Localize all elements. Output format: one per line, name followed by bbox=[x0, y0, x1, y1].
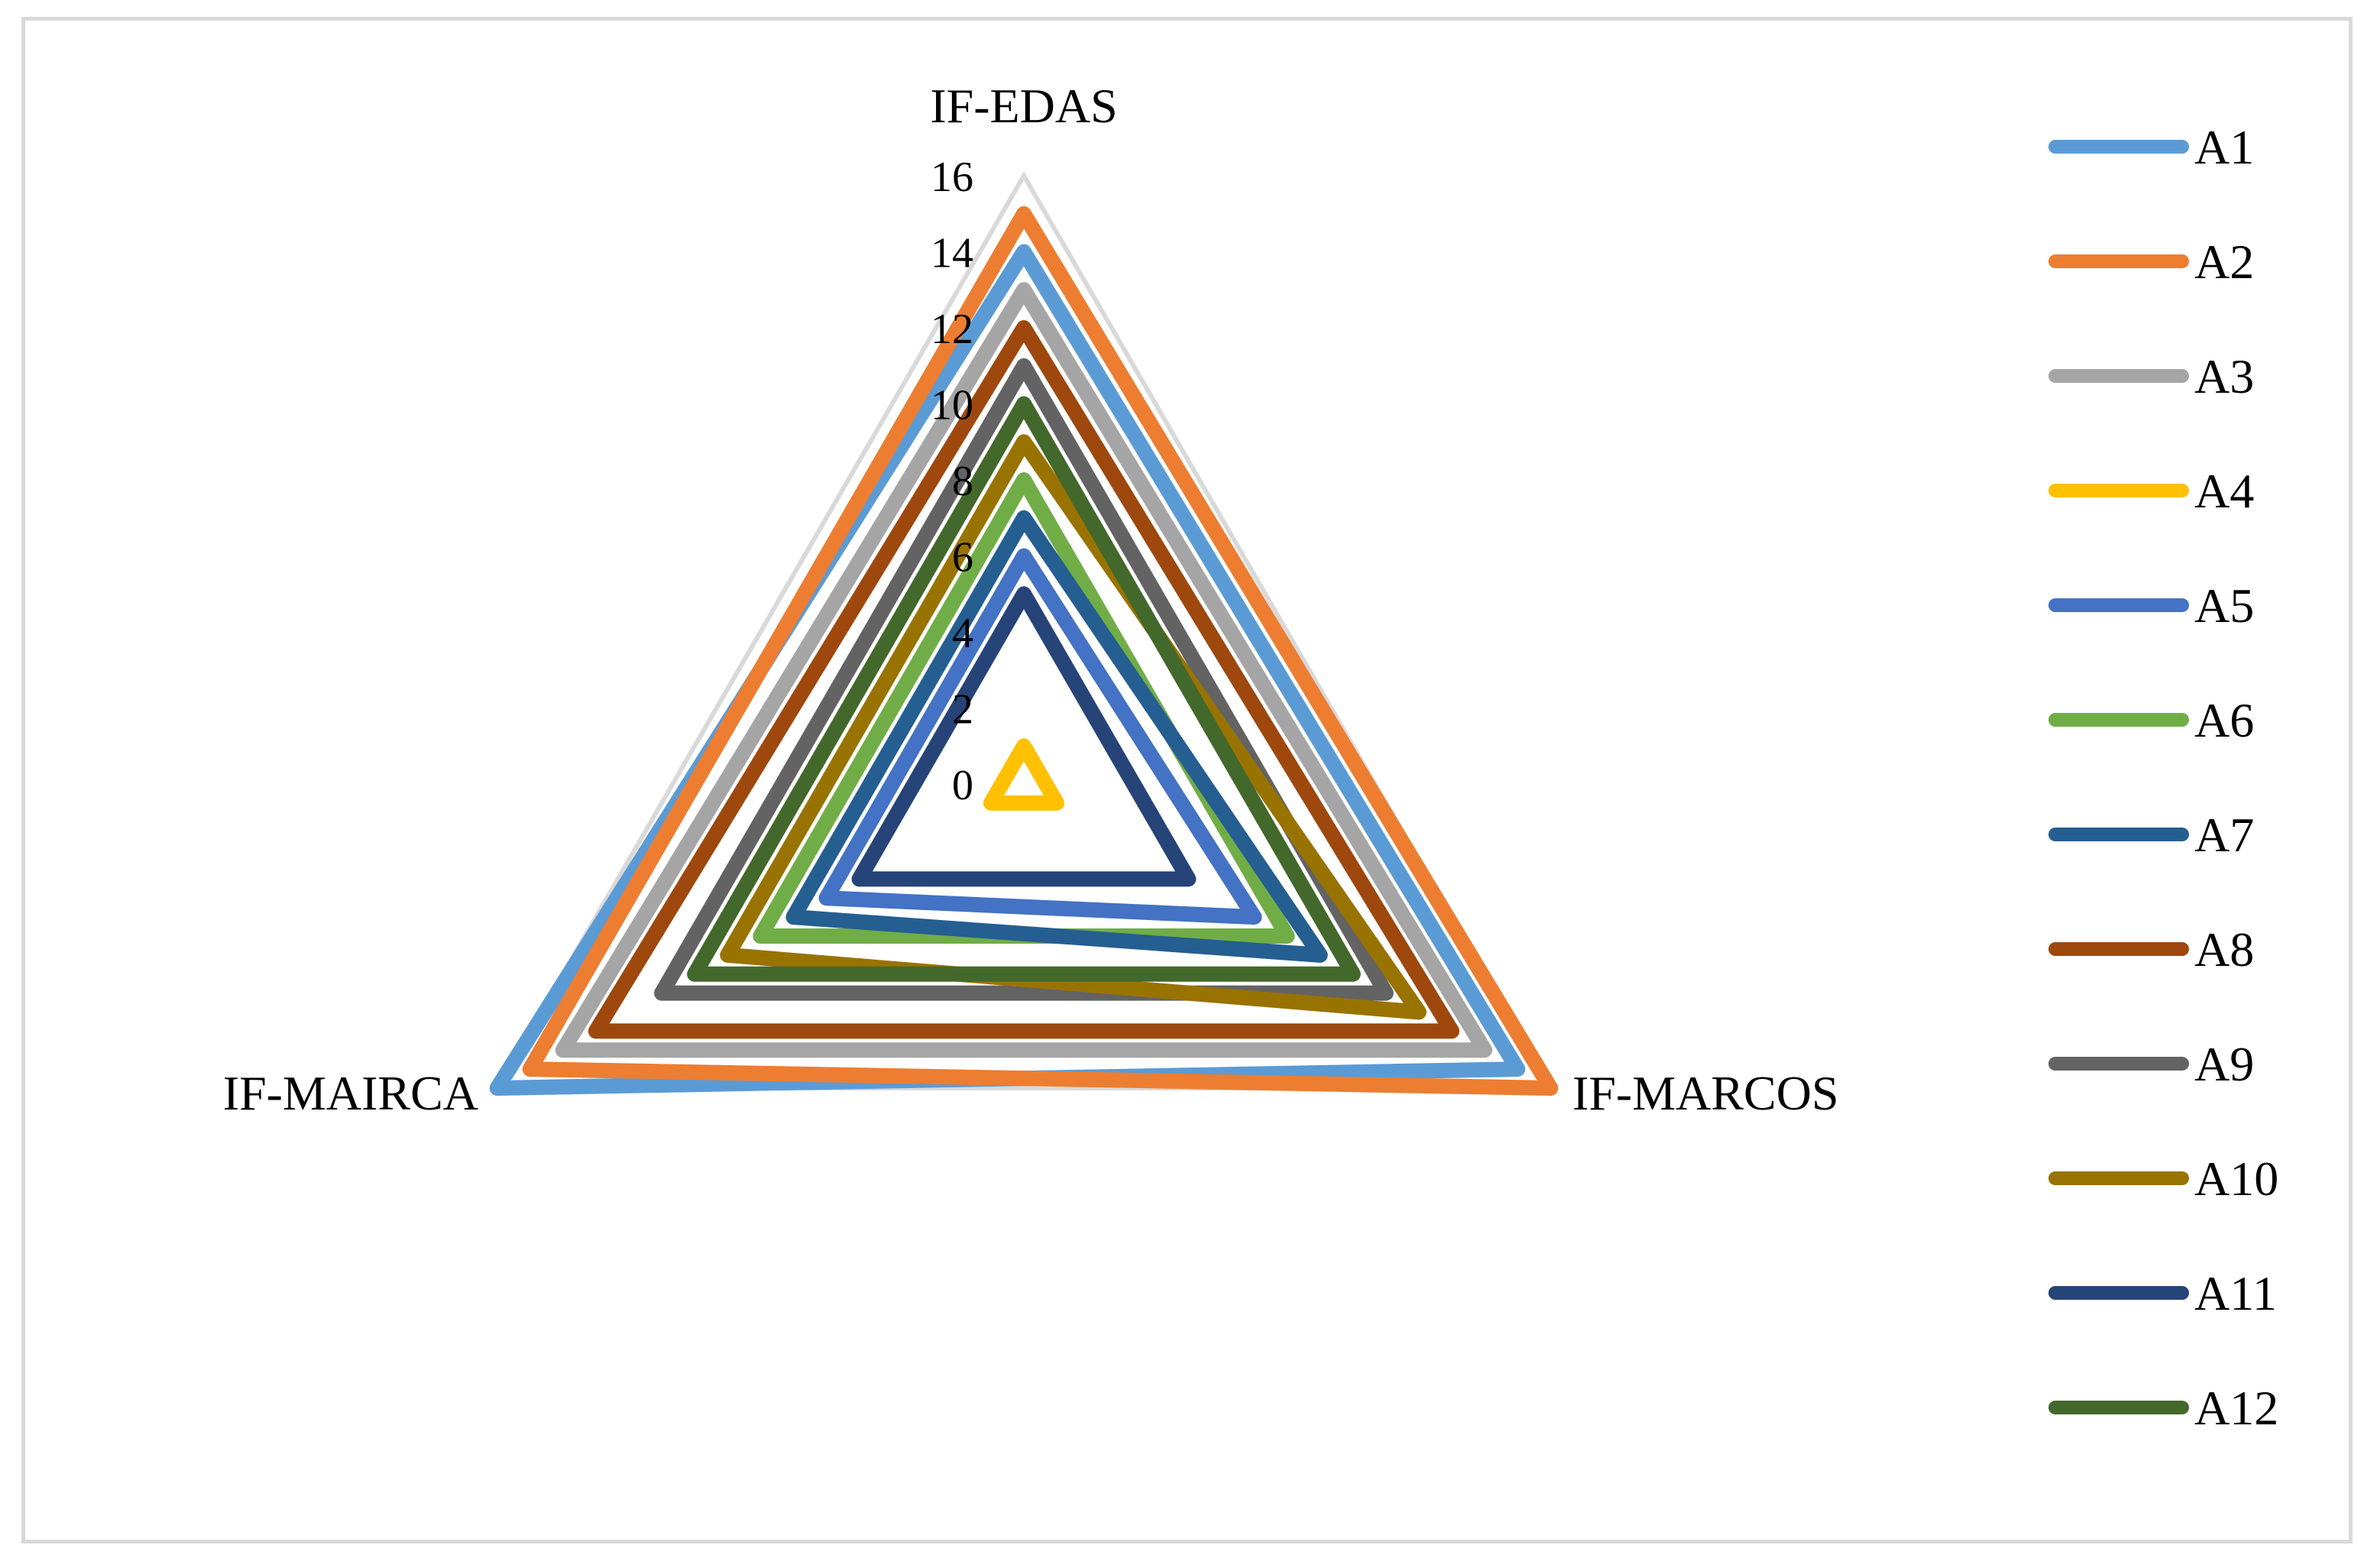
axis-title: IF-MARCOS bbox=[1572, 1066, 1839, 1120]
series-a3-polygon bbox=[555, 282, 1493, 1058]
tick-label-6: 6 bbox=[952, 534, 973, 582]
radar-axis-titles: IF-EDAS IF-MARCOS IF-MAIRCA bbox=[223, 79, 1839, 1120]
series-a5-polygon bbox=[818, 548, 1262, 925]
tick-label-0: 0 bbox=[952, 762, 973, 809]
radar-outer-gridline bbox=[493, 170, 1555, 1090]
legend-label-a12: A12 bbox=[2194, 1381, 2278, 1435]
axis-title: IF-MAIRCA bbox=[223, 1066, 478, 1120]
legend-label-a6: A6 bbox=[2194, 693, 2254, 747]
tick-label-10: 10 bbox=[931, 382, 973, 429]
tick-label-12: 12 bbox=[931, 306, 973, 353]
series-a7-polygon bbox=[785, 510, 1328, 963]
legend-label-a8: A8 bbox=[2194, 922, 2254, 977]
legend-label-a11: A11 bbox=[2194, 1266, 2277, 1320]
tick-label-4: 4 bbox=[952, 610, 973, 657]
series-a4-polygon bbox=[983, 738, 1065, 811]
legend-label-a1: A1 bbox=[2194, 120, 2254, 174]
tick-label-8: 8 bbox=[952, 458, 973, 505]
series-a2-polygon bbox=[522, 206, 1559, 1096]
series-a9-polygon bbox=[654, 358, 1394, 1001]
tick-label-2: 2 bbox=[952, 686, 973, 734]
legend-label-a5: A5 bbox=[2194, 578, 2254, 633]
legend-label-a9: A9 bbox=[2194, 1037, 2254, 1091]
chart-frame bbox=[21, 17, 2353, 1544]
axis-title: IF-EDAS bbox=[930, 79, 1117, 133]
tick-label-14: 14 bbox=[931, 230, 973, 277]
radar-tick-labels: 0 2 4 6 8 10 12 14 16 bbox=[931, 154, 973, 809]
series-a8-polygon bbox=[588, 320, 1460, 1039]
legend-label-a7: A7 bbox=[2194, 808, 2254, 862]
radar-grid bbox=[493, 170, 1555, 1090]
legend-label-a3: A3 bbox=[2194, 349, 2254, 403]
tick-label-16: 16 bbox=[931, 154, 973, 201]
series-a11-polygon bbox=[851, 586, 1197, 887]
legend-label-a4: A4 bbox=[2194, 464, 2254, 518]
legend-label-a10: A10 bbox=[2194, 1152, 2278, 1206]
radar-series-layer bbox=[489, 206, 1559, 1096]
legend-label-a2: A2 bbox=[2194, 235, 2254, 289]
series-a12-polygon bbox=[687, 396, 1361, 982]
series-a10-polygon bbox=[720, 434, 1427, 1020]
